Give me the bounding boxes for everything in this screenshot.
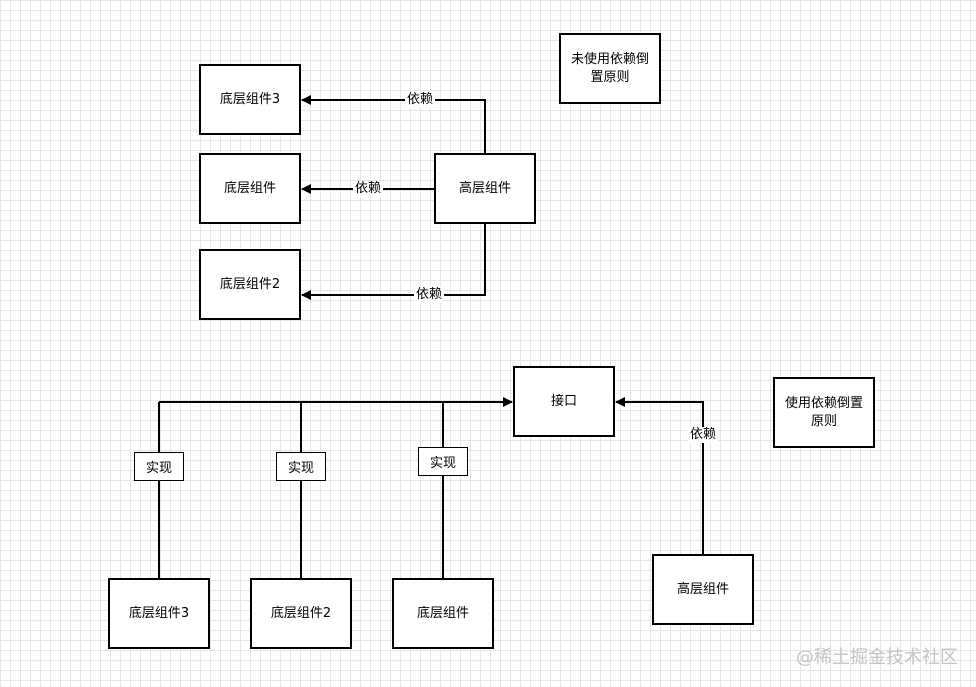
implement-tag-2: 实现 [276,452,326,481]
bottom-low-component-box: 底层组件 [392,578,494,649]
implement-tag-3: 实现 [418,447,468,476]
top-edge-label-depend-3: 依赖 [413,287,445,303]
top-low-component-3-box: 底层组件3 [199,64,301,135]
top-high-component-box: 高层组件 [434,153,536,224]
bottom-edge-label-depend: 依赖 [687,427,719,443]
implement-tag-1: 实现 [134,452,184,481]
top-edge-label-depend-1: 依赖 [404,92,436,108]
top-note-box: 未使用依赖倒置原则 [559,33,661,104]
interface-box: 接口 [513,366,615,437]
bottom-low-component-2-box: 底层组件2 [250,578,352,649]
bottom-high-component-box: 高层组件 [652,554,754,625]
watermark: @稀土掘金技术社区 [796,647,958,668]
top-low-component-box: 底层组件 [199,153,301,224]
bottom-low-component-3-box: 底层组件3 [108,578,210,649]
bottom-note-box: 使用依赖倒置原则 [773,377,875,448]
edge-high-to-low3 [301,95,486,154]
edge-high-to-interface [615,397,704,554]
top-low-component-2-box: 底层组件2 [199,249,301,320]
top-edge-label-depend-2: 依赖 [352,181,384,197]
edge-high-to-low2 [301,224,486,300]
